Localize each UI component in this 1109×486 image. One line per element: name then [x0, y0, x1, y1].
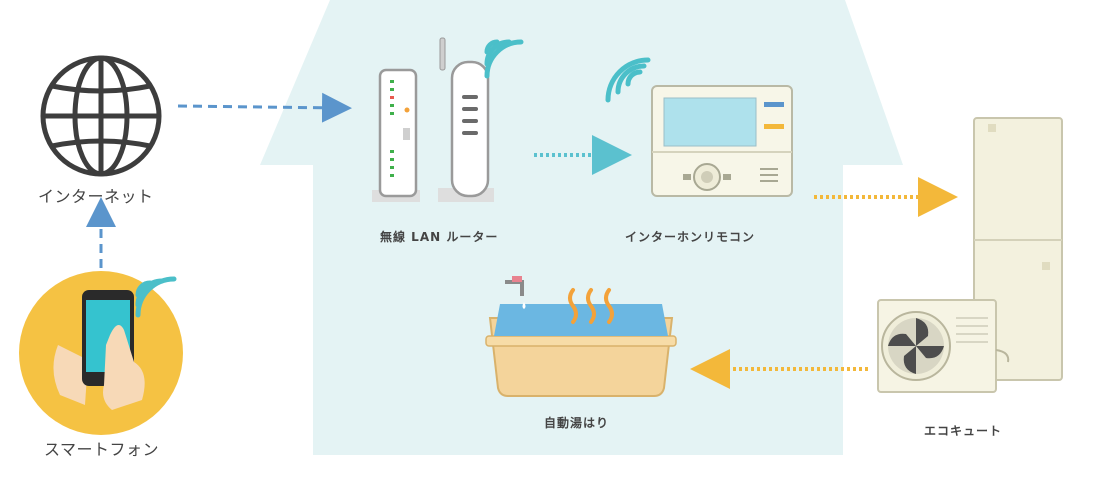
- globe-icon: [40, 55, 162, 177]
- wifi-router-icon: [372, 37, 494, 202]
- smartphone-hand-icon: [19, 271, 183, 435]
- heat-pump-water-heater-icon: [877, 117, 1063, 393]
- internet-label: インターネット: [38, 187, 154, 206]
- smartphone-label: スマートフォン: [44, 440, 160, 459]
- wifi-signal-icon: [135, 276, 177, 318]
- eco-cute-label: エコキュート: [924, 424, 1003, 438]
- router-label: 無線 LAN ルーター: [380, 230, 499, 244]
- wifi-signal-icon: [605, 57, 651, 103]
- bathtub-icon: [485, 276, 677, 397]
- auto-bath-label: 自動湯はり: [544, 416, 610, 430]
- wifi-signal-icon: [484, 39, 524, 79]
- intercom-remote-label: インターホンリモコン: [625, 230, 756, 244]
- arrow-internet-to-router: [177, 92, 352, 123]
- intercom-remote-icon: [651, 85, 793, 197]
